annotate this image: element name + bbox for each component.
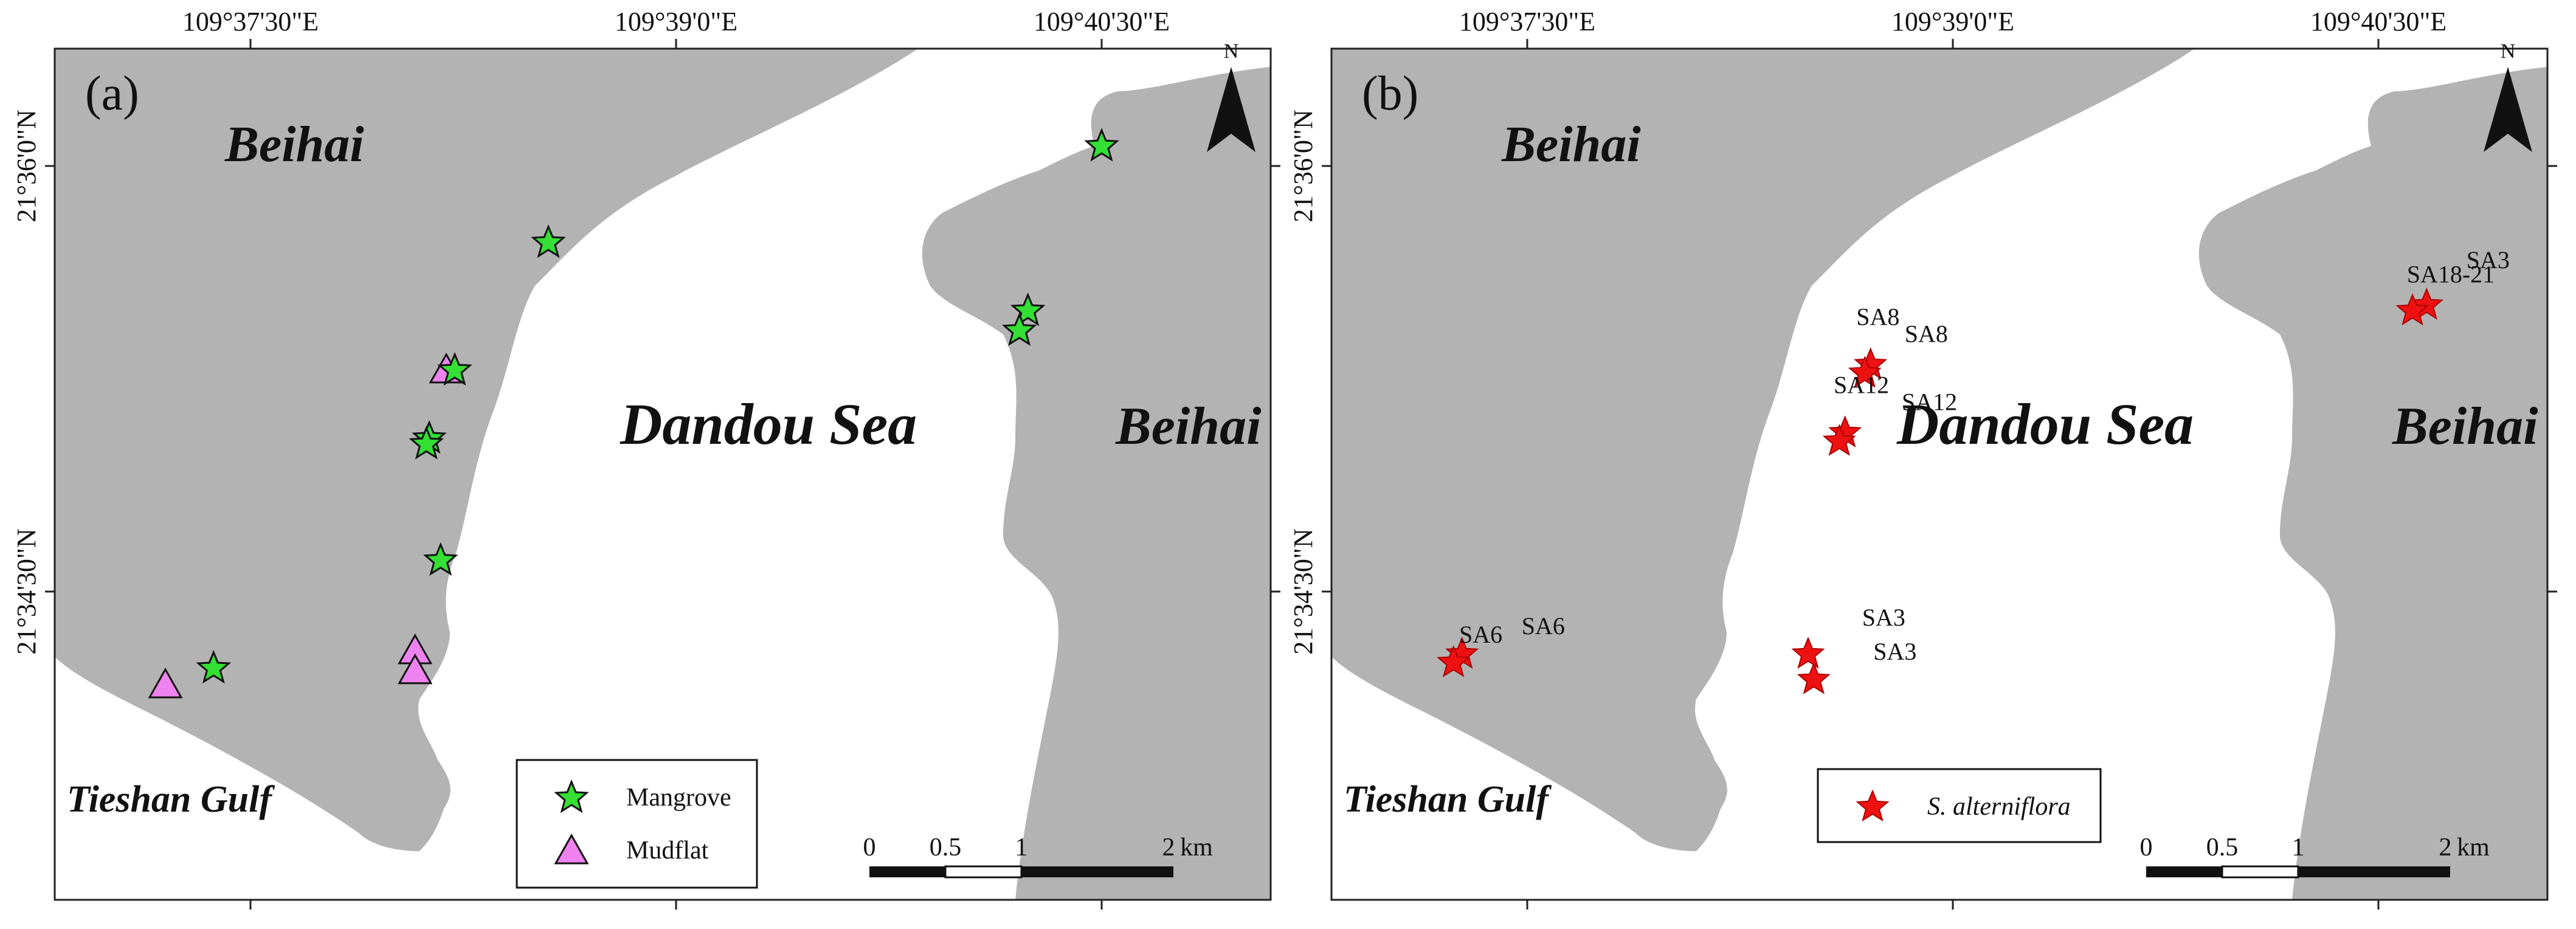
- site-label: SA3: [1862, 604, 1905, 631]
- place-tieshan-gulf: Tieshan Gulf: [67, 779, 275, 820]
- lon-label-1: 109°37'30"E: [182, 7, 319, 36]
- north-arrow-icon: N: [1207, 40, 1255, 152]
- panel-a: 109°37'30"E 109°39'0"E 109°40'30"E 21°36…: [12, 7, 1280, 910]
- place-beihai-west: Beihai: [1501, 116, 1641, 173]
- scale-unit: km: [1180, 834, 1213, 862]
- legend-label-mangrove: Mangrove: [626, 784, 731, 812]
- site-label: SA12: [1834, 371, 1889, 398]
- legend-label-mudflat: Mudflat: [626, 837, 709, 865]
- site-label: SA8: [1905, 320, 1948, 347]
- site-label: SA8: [1856, 303, 1899, 330]
- lon-label-1: 109°37'30"E: [1459, 7, 1595, 36]
- site-label: SA6: [1459, 621, 1502, 648]
- place-beihai-east: Beihai: [2392, 397, 2538, 456]
- lon-label-3: 109°40'30"E: [2310, 7, 2447, 36]
- scale-tick-2: 1: [1015, 834, 1028, 862]
- scale-bar: 0 0.5 1 2 km: [863, 834, 1213, 879]
- scale-unit: km: [2457, 834, 2490, 862]
- scale-tick-1: 0.5: [2206, 834, 2239, 862]
- site-label: SA6: [1522, 612, 1565, 640]
- north-arrow-icon: N: [2484, 40, 2532, 152]
- scale-tick-0: 0: [2140, 834, 2153, 862]
- place-dandou-sea: Dandou Sea: [1896, 392, 2194, 457]
- svg-text:N: N: [2501, 40, 2516, 63]
- panel-label: (b): [1362, 67, 1418, 120]
- site-label: SA18-21: [2407, 260, 2495, 288]
- scale-tick-1: 0.5: [930, 834, 962, 862]
- lon-label-2: 109°39'0"E: [1891, 7, 2014, 36]
- legend: S. alterniflora: [1817, 768, 2102, 843]
- place-dandou-sea: Dandou Sea: [620, 392, 917, 457]
- lat-label-1: 21°36'0"N: [1288, 109, 1318, 222]
- lat-label-1: 21°36'0"N: [12, 109, 41, 222]
- panel-label: (a): [85, 67, 139, 120]
- lon-label-2: 109°39'0"E: [615, 7, 737, 36]
- lat-label-2: 21°34'30"N: [12, 528, 41, 654]
- panel-b: 109°37'30"E 109°39'0"E 109°40'30"E 21°36…: [1288, 7, 2557, 910]
- place-beihai-west: Beihai: [224, 116, 364, 173]
- place-beihai-east: Beihai: [1115, 397, 1262, 456]
- graticule-ticks: [1322, 39, 2557, 910]
- legend-label-alterniflora: S. alterniflora: [1927, 793, 2071, 821]
- scale-tick-0: 0: [863, 834, 876, 862]
- scale-tick-3: 2: [1162, 834, 1175, 862]
- lon-label-3: 109°40'30"E: [1034, 7, 1170, 36]
- place-tieshan-gulf: Tieshan Gulf: [1344, 779, 1552, 820]
- lat-label-2: 21°34'30"N: [1288, 528, 1318, 654]
- site-label: SA3: [2467, 246, 2510, 274]
- scale-bar: 0 0.5 1 2 km: [2140, 834, 2490, 879]
- site-label: SA12: [1902, 388, 1957, 415]
- svg-text:N: N: [1224, 40, 1239, 63]
- legend: Mangrove Mudflat: [516, 759, 758, 889]
- scale-tick-2: 1: [2292, 834, 2305, 862]
- site-label: SA3: [1873, 638, 1916, 665]
- scale-tick-3: 2: [2439, 834, 2452, 862]
- graticule-ticks: [45, 39, 1280, 910]
